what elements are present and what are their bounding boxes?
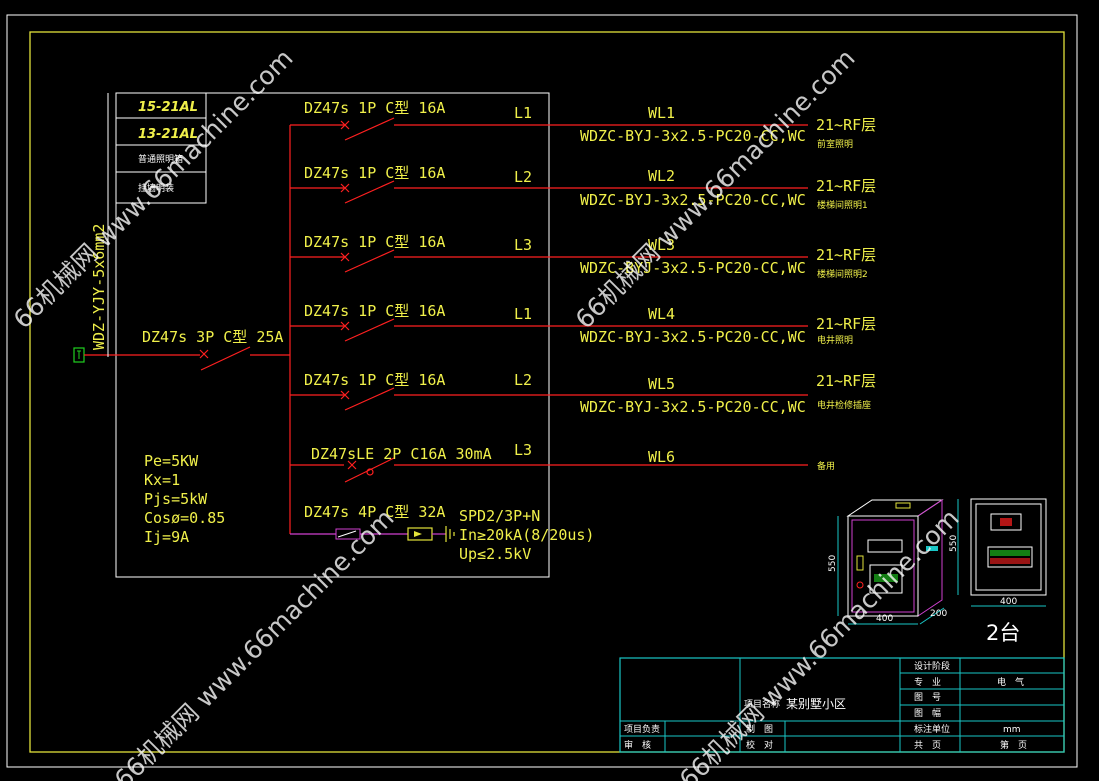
rcd-circle-icon	[366, 468, 374, 476]
title-block: 设计阶段 专 业 电 气 图 号 图 幅 标注单位 mm 共 页 第 页 项目名…	[619, 657, 1065, 753]
param: Ij=9A	[144, 528, 189, 546]
cabinet-front-view: 550 400 2台	[949, 498, 1047, 645]
circuit-id: WL1	[648, 104, 675, 122]
tb-label: 标注单位	[914, 723, 950, 735]
circuit-cable: WDZC-BYJ-3x2.5-PC20-CC,WC	[580, 328, 806, 346]
breaker-cross-icon	[340, 252, 350, 262]
circuit-use: 楼梯间照明1	[817, 199, 868, 211]
spd-breaker-label: DZ47s 4P C型 32A	[304, 503, 445, 521]
circuit-wl5: DZ47s 1P C型 16A L2 WL5 WDZC-BYJ-3x2.5-PC…	[290, 371, 876, 416]
circuit-destination: 21~RF层	[816, 372, 876, 390]
inner-frame	[29, 31, 1065, 753]
circuit-use: 备用	[817, 460, 835, 472]
circuit-phase: L1	[514, 305, 532, 323]
circuit-destination: 21~RF层	[816, 116, 876, 134]
tb-value: mm	[1003, 725, 1021, 735]
circuit-wl2: DZ47s 1P C型 16A L2 WL2 WDZC-BYJ-3x2.5-PC…	[290, 164, 876, 211]
circuit-use: 楼梯间照明2	[817, 268, 868, 280]
circuit-id: WL4	[648, 305, 675, 323]
breaker-cross-icon	[340, 321, 350, 331]
tb-label: 图 幅	[914, 707, 941, 719]
tb-value: 电 气	[997, 676, 1024, 688]
circuit-phase: L2	[514, 371, 532, 389]
cabinet-width: 400	[876, 614, 893, 624]
circuit-wl4: DZ47s 1P C型 16A L1 WL4 WDZC-BYJ-3x2.5-PC…	[290, 302, 876, 346]
circuit-cable: WDZC-BYJ-3x2.5-PC20-CC,WC	[580, 127, 806, 145]
circuit-breaker-label: DZ47s 1P C型 16A	[304, 233, 445, 251]
circuit-breaker-label: DZ47s 1P C型 16A	[304, 371, 445, 389]
tb-cell: 项目负责	[624, 723, 660, 735]
circuit-wl3: DZ47s 1P C型 16A L3 WL3 WDZC-BYJ-3x2.5-PC…	[290, 233, 876, 280]
panel-note: 普通照明箱	[138, 153, 183, 165]
tb-label: 图 号	[914, 692, 941, 703]
tb-cell: 制 图	[746, 723, 773, 735]
tb-label: 专 业	[914, 676, 941, 688]
tb-cell: 校 对	[746, 739, 773, 751]
panel-note: 挂墙明装	[138, 182, 174, 194]
circuit-cable: WDZC-BYJ-3x2.5-PC20-CC,WC	[580, 259, 806, 277]
spd-branch: DZ47s 4P C型 32A SPD2/3P+N In≥20kA(8/20us…	[290, 503, 594, 563]
circuit-destination: 21~RF层	[816, 315, 876, 333]
watermark-text: 66机械网 www.66machine.com	[674, 503, 965, 781]
project-label: 项目名称	[744, 698, 780, 710]
circuit-cable: WDZC-BYJ-3x2.5-PC20-CC,WC	[580, 398, 806, 416]
spd-spec: In≥20kA(8/20us)	[459, 526, 594, 544]
tb-label: 共 页	[914, 740, 941, 751]
breaker-cross-icon	[347, 460, 357, 470]
panel-tag: 15-21AL	[138, 100, 198, 115]
load-parameters: Pe=5KW Kx=1 Pjs=5kW Cosø=0.85 Ij=9A	[144, 452, 225, 546]
circuit-breaker-label: DZ47s 1P C型 16A	[304, 164, 445, 182]
outer-border	[6, 14, 1078, 768]
panel-tag-table: 15-21AL 13-21AL 普通照明箱 挂墙明装	[115, 92, 207, 204]
feeder-cable-label: WDZ-YJY-5x6mm2	[90, 224, 108, 350]
breaker-cross-icon	[340, 120, 350, 130]
breaker-cross-icon	[340, 183, 350, 193]
circuit-breaker-label: DZ47s 1P C型 16A	[304, 302, 445, 320]
circuit-use: 前室照明	[817, 138, 853, 150]
cabinet-3d-view: 550 400 200	[828, 499, 947, 625]
tb-label: 设计阶段	[914, 660, 950, 672]
tb-value: 第 页	[1000, 739, 1027, 751]
front-width: 400	[1000, 597, 1017, 607]
panel-enclosure	[115, 92, 550, 578]
project-name: 某别墅小区	[786, 697, 846, 711]
cabinet-quantity: 2台	[986, 621, 1020, 645]
circuit-use: 电井检修插座	[817, 399, 871, 411]
main-breaker-label: DZ47s 3P C型 25A	[142, 328, 283, 346]
circuit-id: WL3	[648, 236, 675, 254]
circuit-destination: 21~RF层	[816, 177, 876, 195]
incoming-feeder: WDZ-YJY-5x6mm2 DZ47s 3P C型 25A	[73, 93, 290, 371]
circuit-destination: 21~RF层	[816, 246, 876, 264]
watermark-text: 66机械网 www.66machine.com	[8, 43, 299, 334]
circuit-id: WL2	[648, 167, 675, 185]
spd-spec: Up≤2.5kV	[459, 545, 531, 563]
param: Pjs=5kW	[144, 490, 208, 508]
circuit-phase: L1	[514, 104, 532, 122]
circuit-breaker-label: DZ47s 1P C型 16A	[304, 99, 445, 117]
circuit-wl1: DZ47s 1P C型 16A L1 WL1 WDZC-BYJ-3x2.5-PC…	[290, 99, 876, 150]
circuit-cable: WDZC-BYJ-3x2.5-PC20-CC,WC	[580, 191, 806, 209]
circuit-phase: L3	[514, 441, 532, 459]
main-breaker-switch	[200, 346, 251, 371]
cabinet-depth: 200	[930, 609, 947, 619]
circuit-use: 电井照明	[817, 334, 853, 346]
tb-cell: 审 核	[624, 739, 651, 751]
breaker-cross-icon	[199, 349, 209, 359]
param: Cosø=0.85	[144, 509, 225, 527]
circuit-id: WL6	[648, 448, 675, 466]
circuit-id: WL5	[648, 375, 675, 393]
circuit-wl6: DZ47sLE 2P C16A 30mA L3 WL6 备用	[290, 441, 835, 483]
front-height: 550	[949, 535, 959, 552]
param: Kx=1	[144, 471, 180, 489]
panel-tag: 13-21AL	[138, 127, 198, 142]
breaker-cross-icon	[340, 390, 350, 400]
spd-spec: SPD2/3P+N	[459, 507, 540, 525]
circuit-breaker-label: DZ47sLE 2P C16A 30mA	[311, 445, 492, 463]
circuit-phase: L3	[514, 236, 532, 254]
param: Pe=5KW	[144, 452, 199, 470]
circuit-phase: L2	[514, 168, 532, 186]
cabinet-height: 550	[828, 555, 838, 572]
